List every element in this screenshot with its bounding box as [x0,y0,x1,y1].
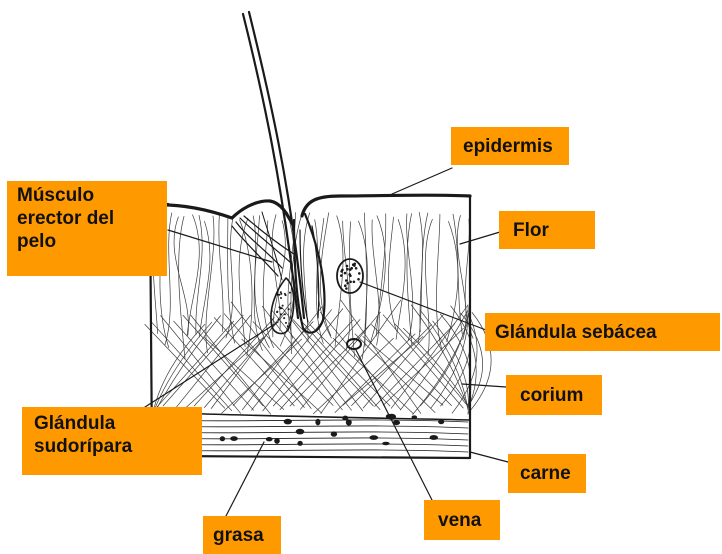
gland-cell [357,278,360,281]
gland-cell [278,319,280,321]
gland-cell [355,267,358,270]
gland-cell [285,322,287,324]
fat-cell [430,435,438,440]
gland-cell [280,291,282,293]
fat-cell [369,435,378,440]
gland-cell [349,281,352,284]
gland-cell [349,275,352,278]
label-corium: corium [506,375,602,415]
gland-cell [280,297,282,299]
gland-cell [283,317,285,319]
gland-cell [284,293,286,295]
gland-cell [346,282,349,285]
fat-cell [382,442,390,446]
gland-cell [340,274,343,277]
gland-cell [346,265,349,268]
label-glandula-sebacea: Glándula sebácea [485,313,720,351]
fat-cell [331,431,337,436]
gland-cell [288,308,290,310]
gland-cell [340,270,343,273]
gland-cell [280,313,282,315]
label-vena: vena [424,500,500,540]
gland-cell [281,307,283,309]
gland-cell [276,311,278,313]
gland-cell [345,287,348,290]
gland-cell [344,284,347,287]
gland-cell [287,325,289,327]
label-glandula-sudoripara: Glándula sudorípara [22,407,202,475]
label-musculo-erector-del-pelo: Músculo erector del pelo [7,181,167,276]
fat-cell [274,438,280,444]
gland-cell [280,293,282,295]
label-epidermis: epidermis [451,127,569,165]
gland-cell [353,264,356,267]
fat-cell [297,441,302,446]
gland-cell [345,279,348,282]
label-grasa: grasa [203,516,281,554]
gland-cell [276,292,278,294]
gland-cell [358,272,361,275]
gland-cell [349,268,352,271]
label-carne: carne [508,454,586,493]
fat-cell [296,429,305,435]
fat-cell [284,419,292,425]
fat-cell [220,436,225,441]
gland-cell [279,306,281,308]
gland-cell [344,272,347,275]
gland-cell [346,268,349,271]
gland-cell [289,292,291,294]
label-flor: Flor [499,211,595,249]
fat-cell [266,437,273,441]
fat-cell [315,419,320,426]
gland-cell [353,281,356,284]
gland-cell [282,305,284,307]
fat-cell [230,436,238,441]
gland-cell [284,313,286,315]
